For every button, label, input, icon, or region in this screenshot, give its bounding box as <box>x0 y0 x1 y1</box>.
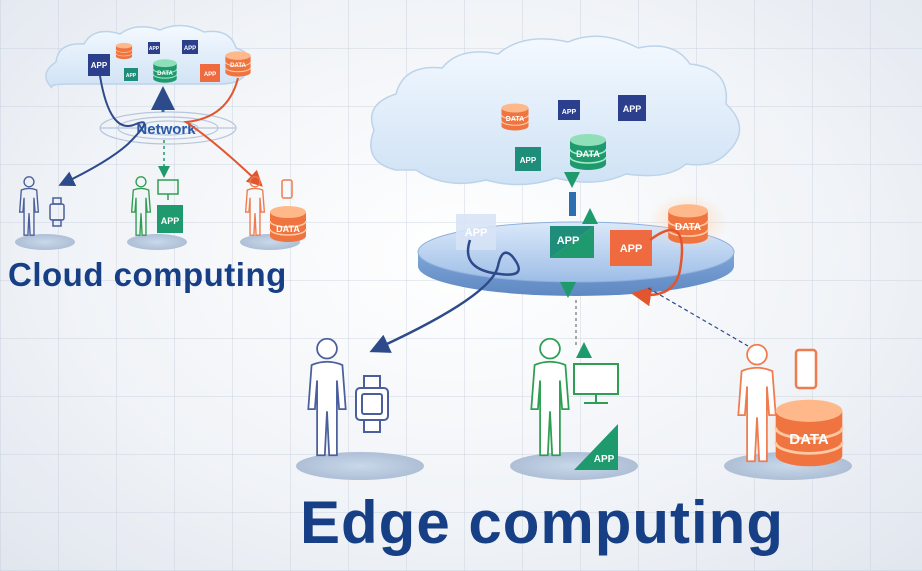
svg-text:APP: APP <box>557 235 580 247</box>
app-icon: APP <box>157 205 183 233</box>
network-label: Network <box>136 121 196 138</box>
person-icon <box>244 176 266 236</box>
app-icon: APP <box>200 64 220 82</box>
app-icon: APP <box>182 40 198 54</box>
svg-text:APP: APP <box>161 216 180 226</box>
svg-text:APP: APP <box>594 454 615 465</box>
smartphone-icon <box>794 348 818 390</box>
monitor-icon <box>157 179 179 200</box>
app-icon: APP <box>558 100 580 120</box>
svg-text:DATA: DATA <box>230 63 246 69</box>
cloud-computing-section: APP APP APP APP DATA APP DATA <box>15 24 307 250</box>
monitor-icon <box>573 342 619 404</box>
svg-text:APP: APP <box>562 109 577 116</box>
app-icon: APP <box>515 147 541 171</box>
svg-text:DATA: DATA <box>675 222 701 233</box>
app-icon: APP <box>148 42 160 54</box>
edge-computing-section: DATA APP APP APP DATA APP <box>296 35 852 480</box>
person-icon <box>18 176 40 236</box>
svg-text:APP: APP <box>465 227 488 239</box>
data-cylinder-icon: DATA <box>774 398 844 468</box>
data-cylinder-icon: DATA <box>667 203 709 245</box>
svg-text:DATA: DATA <box>576 149 600 159</box>
edge-computing-title: Edge computing <box>300 489 784 556</box>
svg-text:DATA: DATA <box>157 71 173 77</box>
app-icon: APP <box>550 226 594 258</box>
smartwatch-icon <box>355 375 389 433</box>
person-icon <box>530 337 570 457</box>
svg-text:APP: APP <box>204 72 216 78</box>
svg-text:DATA: DATA <box>276 224 300 234</box>
cloud-icon <box>370 35 741 186</box>
person-icon <box>130 176 152 236</box>
data-cylinder-icon: DATA <box>224 50 252 78</box>
app-icon: APP <box>456 214 496 250</box>
app-icon: APP <box>124 68 138 81</box>
svg-text:APP: APP <box>126 73 137 79</box>
smartwatch-icon <box>49 197 65 227</box>
app-icon: APP <box>618 95 646 121</box>
app-icon: APP <box>88 54 110 76</box>
data-cylinder-icon: DATA <box>269 205 307 243</box>
app-icon: APP <box>610 230 652 266</box>
svg-text:APP: APP <box>149 46 160 52</box>
data-cylinder-icon: DATA <box>500 102 530 132</box>
data-cylinder-icon <box>115 42 133 60</box>
app-icon: APP <box>574 424 618 470</box>
data-cylinder-icon: DATA <box>152 58 178 84</box>
svg-text:APP: APP <box>520 156 537 165</box>
svg-text:DATA: DATA <box>506 116 524 123</box>
svg-text:APP: APP <box>620 243 643 255</box>
svg-text:APP: APP <box>623 104 642 114</box>
smartphone-icon <box>281 179 293 199</box>
svg-text:APP: APP <box>91 61 108 70</box>
svg-text:DATA: DATA <box>789 431 829 448</box>
cloud-computing-title: Cloud computing <box>8 256 287 293</box>
data-cylinder-icon: DATA <box>569 133 607 171</box>
svg-text:APP: APP <box>184 46 196 52</box>
person-icon <box>307 337 347 457</box>
network-globe-icon <box>99 111 237 145</box>
